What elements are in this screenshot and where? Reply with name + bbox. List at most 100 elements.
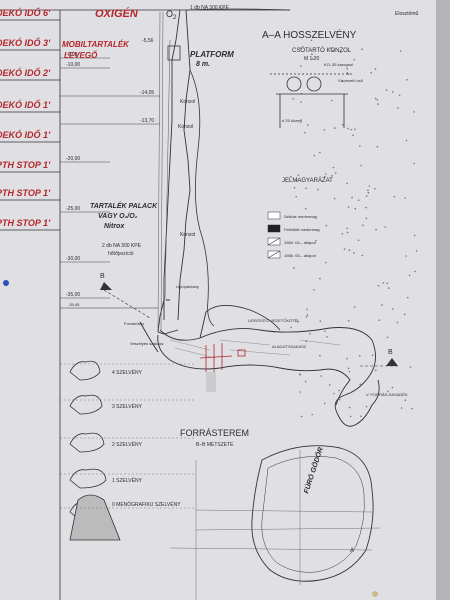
stipple-dot <box>359 354 361 357</box>
arrow-icon <box>386 358 398 366</box>
depth-bottom-label: -35,45 <box>68 302 80 307</box>
stipple-dot <box>305 316 308 318</box>
deco-stop-label: PTH STOP 1' <box>0 188 51 198</box>
stipple-dot <box>367 189 369 192</box>
stipple-dot <box>297 321 299 323</box>
stipple-dot <box>376 99 379 101</box>
stipple-dot <box>320 375 322 377</box>
stipple-dot <box>365 195 368 197</box>
stipple-dot <box>360 164 362 167</box>
stipple-dot <box>353 306 356 308</box>
stipple-dot <box>392 91 394 93</box>
legend-label: 1984. 04.– állapot <box>284 240 317 245</box>
stipple-dot <box>352 134 354 136</box>
stipple-dot <box>353 252 355 254</box>
stipple-dot <box>333 197 336 200</box>
stipple-dot <box>405 255 408 257</box>
stipple-dot <box>305 340 308 343</box>
stipple-dot <box>370 72 372 74</box>
stipple-dot <box>305 187 307 190</box>
stipple-dot <box>354 207 357 210</box>
stipple-dot <box>387 390 389 393</box>
stipple-dot <box>359 145 361 147</box>
platform-note-line1: PLATFORM <box>190 50 234 59</box>
stipple-dot <box>387 287 390 289</box>
legend-hatch <box>267 237 281 246</box>
profile-outline <box>69 468 107 489</box>
stipple-dot <box>324 175 326 178</box>
stipple-dot <box>399 50 402 52</box>
bifurcation-label: UGRÓSÍTÓ VEZETŐKÖTÉL <box>248 318 300 323</box>
stipple-dot <box>304 380 307 383</box>
stipple-dot <box>408 274 411 277</box>
rock-stipple <box>290 39 418 418</box>
section-aa-scale: M 1:20 <box>304 56 320 62</box>
deco-stop-label: PTH STOP 1' <box>0 160 51 170</box>
stipple-dot <box>325 261 327 264</box>
red-route-markings <box>199 343 246 372</box>
section-aa-title: A–A HOSSZELVÉNY <box>262 28 357 41</box>
stipple-dot <box>293 187 296 189</box>
stipple-dot <box>323 402 326 405</box>
stipple-dot <box>403 313 406 316</box>
stipple-dot <box>330 47 332 49</box>
stipple-dot <box>325 173 327 175</box>
stipple-dot <box>292 97 295 100</box>
stipple-dot <box>365 206 367 209</box>
stipple-dot <box>338 398 341 401</box>
stipple-dot <box>414 270 416 273</box>
mobile-note-depth: -5,56 <box>142 38 154 44</box>
legend-label: Feltöltött medermag <box>284 227 320 232</box>
stipple-dot <box>299 391 302 393</box>
depth-mark-label: -25,00 <box>66 206 80 212</box>
paper-shading <box>0 0 436 600</box>
stipple-dot <box>404 399 407 402</box>
stipple-dot <box>290 175 292 178</box>
stipple-dot <box>400 407 403 409</box>
deco-stop-label: DEKÓ IDŐ 2' <box>0 67 51 78</box>
stipple-dot <box>374 187 376 190</box>
wall-patch <box>206 372 216 392</box>
tank-note-line1: TARTALÉK PALACK <box>90 201 158 210</box>
stipple-dot <box>332 49 334 52</box>
stipple-dot <box>306 314 309 316</box>
platform-frame <box>167 45 181 61</box>
hazard-label: Veszélyes szakasz <box>130 341 164 346</box>
stipple-dot <box>413 234 416 237</box>
mobile-note-line1: MOBILTARTALÉK <box>62 40 130 49</box>
forras-hall-subtitle: B–B METSZETE <box>196 442 234 448</box>
stipple-dot <box>319 320 322 323</box>
tank-note-line2: VAGY O₂/O₂ <box>98 213 138 220</box>
stipple-dot <box>331 175 333 177</box>
stipple-dot <box>361 254 364 257</box>
stipple-dot <box>377 285 380 287</box>
stipple-dot <box>386 282 389 285</box>
platform-note-line2: 8 m. <box>196 61 210 68</box>
profile-connectors <box>60 363 196 509</box>
stipple-dot <box>391 386 394 389</box>
stipple-dot <box>306 308 308 311</box>
stipple-dot <box>359 383 362 386</box>
depth-mark-label: -6,00 <box>66 52 78 58</box>
stipple-dot <box>346 357 348 360</box>
deco-stop-label: DEKÓ IDŐ 1' <box>0 99 51 110</box>
konzol-label-3: Konzol <box>180 232 195 238</box>
ferde-label: Ugrópárkány <box>176 284 199 289</box>
stipple-dot <box>304 131 306 134</box>
stipple-dot <box>361 48 363 50</box>
stipple-dot <box>398 94 401 97</box>
stipple-dot <box>409 366 412 368</box>
stipple-dot <box>306 124 309 126</box>
section-line-b <box>103 289 151 319</box>
depth-mark-label: -35,00 <box>66 292 80 298</box>
stipple-dot <box>343 248 346 250</box>
o2-label: O2 <box>166 9 177 21</box>
tank-note-line3: Nitrox <box>104 223 125 230</box>
stipple-dot <box>346 72 349 74</box>
bottles-note-line2: hőtőpozíció <box>108 251 134 257</box>
stipple-dot <box>341 124 344 126</box>
stipple-dot <box>378 319 381 322</box>
stipple-dot <box>349 415 352 418</box>
push-pin-icon <box>3 280 9 286</box>
legend-label: 1985. 05.– állapot <box>284 253 317 258</box>
